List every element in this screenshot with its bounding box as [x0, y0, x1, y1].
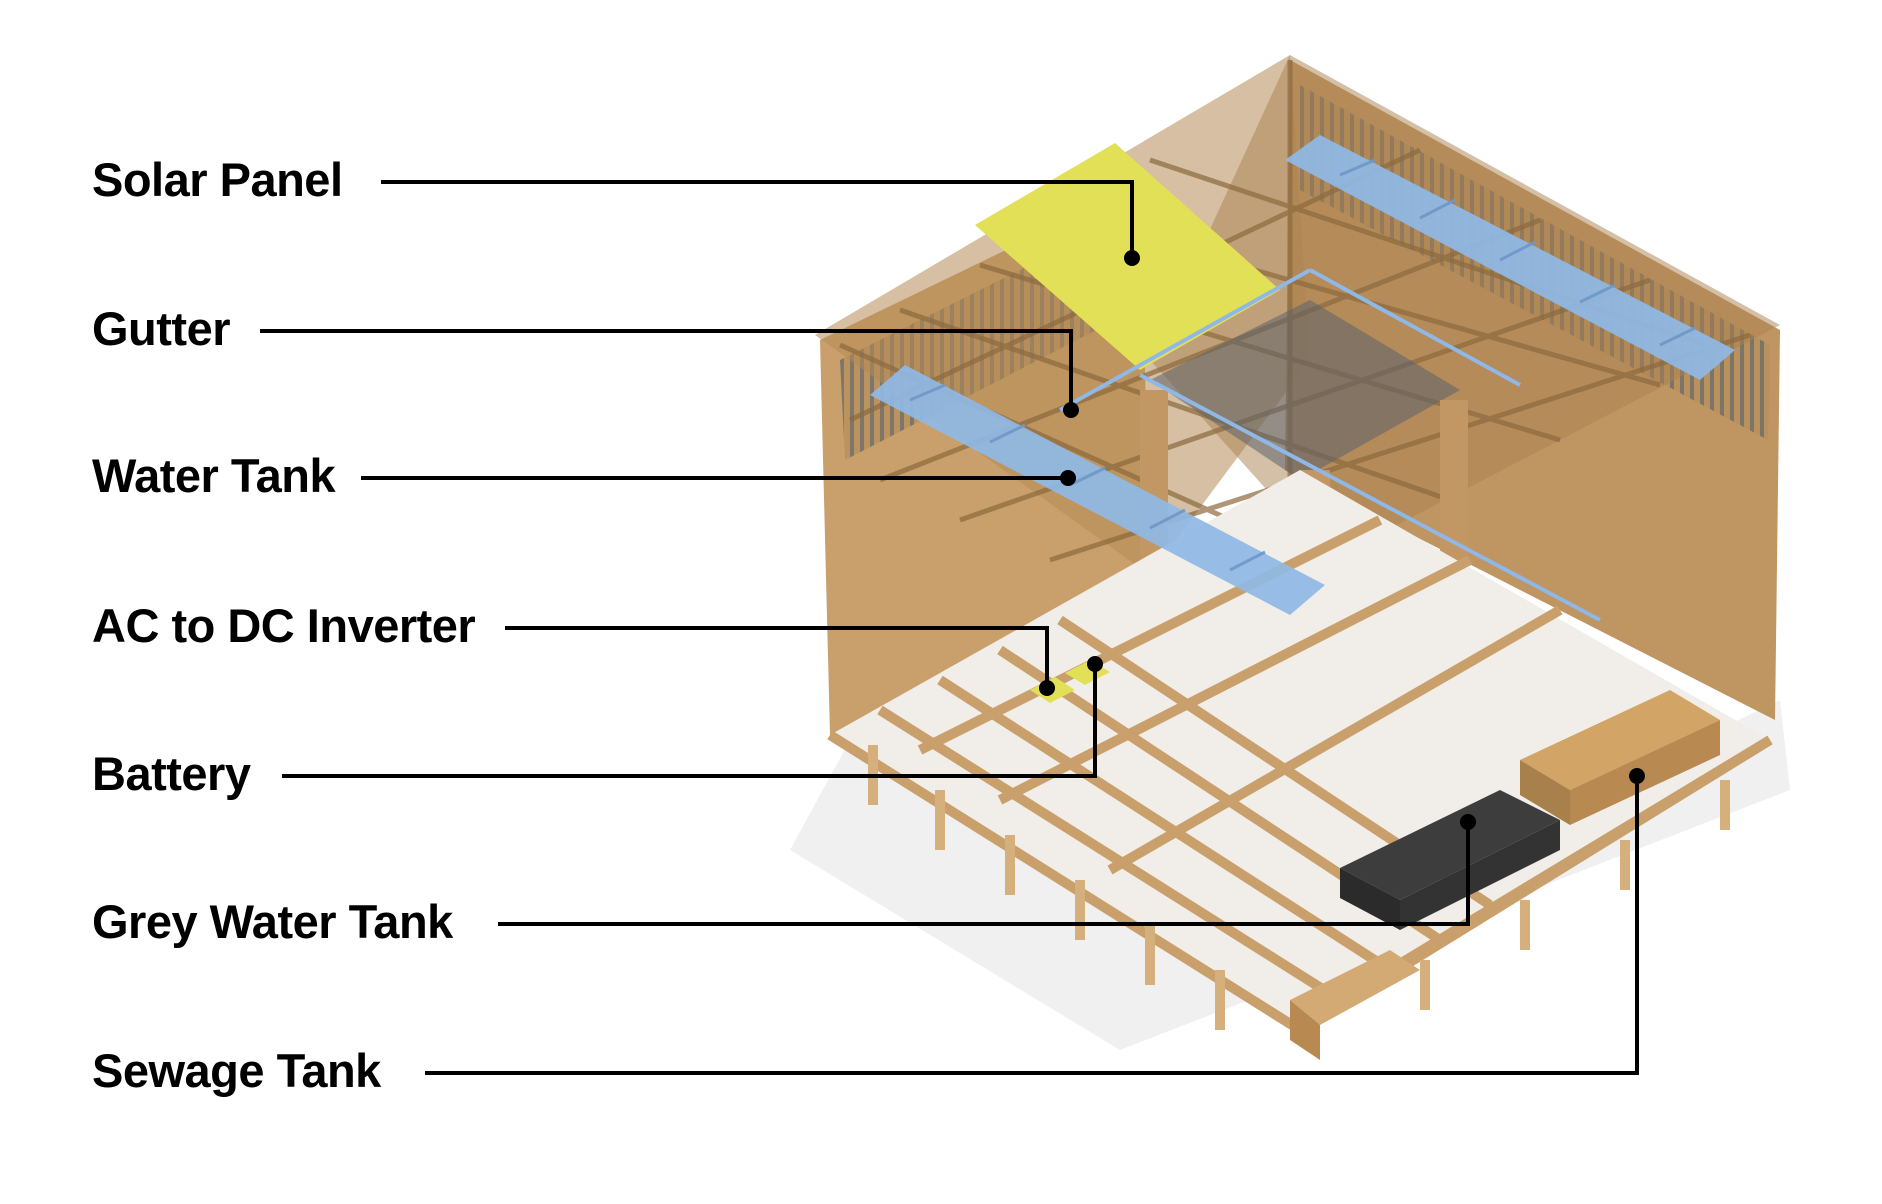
water-tank-right-webs [1339, 158, 1696, 347]
sewage-tank-shape [1520, 690, 1720, 790]
dot-solar-panel [1124, 250, 1140, 266]
leader-inverter [505, 626, 1049, 688]
entry-steps-front [1290, 1000, 1320, 1060]
leader-battery [282, 664, 1097, 778]
floor-deck [830, 470, 1770, 1030]
house-illustration [790, 55, 1790, 1060]
label-inverter: AC to DC Inverter [92, 599, 475, 652]
dot-water-tank [1060, 470, 1076, 486]
roof-frame-left [815, 55, 1310, 575]
label-water-tank: Water Tank [92, 449, 336, 502]
gutter-pipes [1059, 268, 1601, 622]
water-tank-right-shape [1285, 135, 1735, 380]
sewage-tank-side [1520, 760, 1570, 825]
sewage-tank-front [1570, 720, 1720, 825]
water-tank-left-shape [870, 365, 1325, 615]
dot-inverter [1039, 680, 1055, 696]
label-grey-water-tank: Grey Water Tank [92, 895, 454, 948]
label-battery: Battery [92, 747, 251, 800]
label-gutter: Gutter [92, 302, 230, 355]
leader-gutter [260, 329, 1073, 410]
ground-shadow [790, 700, 1790, 1050]
label-sewage-tank: Sewage Tank [92, 1044, 382, 1097]
callout-labels: Solar Panel Gutter Water Tank AC to DC I… [92, 153, 476, 1097]
leader-sewage-tank [425, 776, 1639, 1075]
water-tank-left-webs [909, 383, 1266, 572]
grey-water-tank-side [1340, 868, 1400, 930]
leader-solar-panel [381, 180, 1134, 258]
dot-sewage-tank [1629, 768, 1645, 784]
courtyard-frame [1150, 300, 1460, 480]
entry-steps [1290, 950, 1420, 1025]
leader-grey-water-tank [498, 822, 1470, 926]
leader-lines [260, 180, 1645, 1075]
label-solar-panel: Solar Panel [92, 153, 343, 206]
dot-battery [1087, 656, 1103, 672]
grey-water-tank-shape [1340, 790, 1560, 900]
grey-water-tank-front [1400, 820, 1560, 930]
dot-grey-water-tank [1460, 814, 1476, 830]
dot-gutter [1063, 402, 1079, 418]
